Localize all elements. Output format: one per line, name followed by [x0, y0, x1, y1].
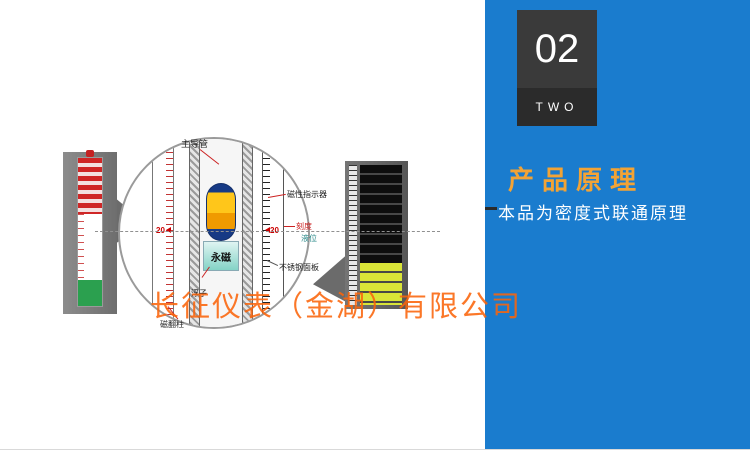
product-diagram: 永磁 20 20 主导管 磁性指示器 刻度 液位 不锈钢面板 磁翻柱 浮子 长征…	[63, 137, 520, 329]
level-arrow-icon	[265, 227, 270, 233]
level-arrow-icon	[166, 227, 171, 233]
gauge-green-section	[78, 280, 102, 306]
permanent-magnet-box: 永磁	[203, 241, 239, 271]
label-flap-column: 磁翻柱	[160, 320, 184, 329]
gauge-flap-strip	[77, 157, 103, 307]
company-watermark: 长征仪表（金湖）有限公司	[150, 291, 523, 323]
blue-side-panel: 02 TWO 产品原理 本品为密度式联通原理	[485, 0, 750, 449]
slide-bottom-border	[0, 449, 750, 450]
tube-wall-right	[242, 139, 253, 327]
section-title: 产品原理	[508, 165, 645, 195]
indicator-yellow-flaps	[360, 263, 402, 305]
gauge-scale-section	[78, 214, 102, 280]
left-gauge-photo	[63, 150, 117, 314]
indicator-scale-strip	[349, 165, 357, 305]
magnetic-float	[206, 183, 236, 241]
magnifier-circle: 永磁 20 20	[118, 137, 310, 329]
subtitle-accent-line	[485, 207, 497, 210]
liquid-level-dashed-line	[95, 231, 440, 232]
label-liquid-level: 液位	[301, 234, 317, 243]
section-number-word: TWO	[517, 88, 597, 126]
tube-wall-left	[189, 139, 200, 327]
label-scale: 刻度	[296, 222, 312, 231]
label-main-tube: 主导管	[181, 139, 209, 149]
right-indicator-panel	[345, 161, 408, 309]
section-subtitle: 本品为密度式联通原理	[498, 204, 688, 223]
label-steel-panel: 不锈钢面板	[279, 263, 319, 272]
section-number: 02	[517, 10, 597, 88]
gauge-top-cap-icon	[86, 150, 94, 157]
label-float: 浮子	[191, 289, 207, 298]
inner-right-ruler	[262, 145, 284, 325]
right-ruler-value: 20	[270, 226, 279, 235]
label-magnetic-indicator: 磁性指示器	[287, 190, 327, 199]
inner-left-ruler	[152, 145, 174, 325]
leader-line-scale	[284, 226, 295, 227]
left-ruler-value: 20	[156, 226, 165, 235]
indicator-black-flaps	[360, 165, 402, 263]
gauge-red-flaps	[78, 158, 102, 214]
